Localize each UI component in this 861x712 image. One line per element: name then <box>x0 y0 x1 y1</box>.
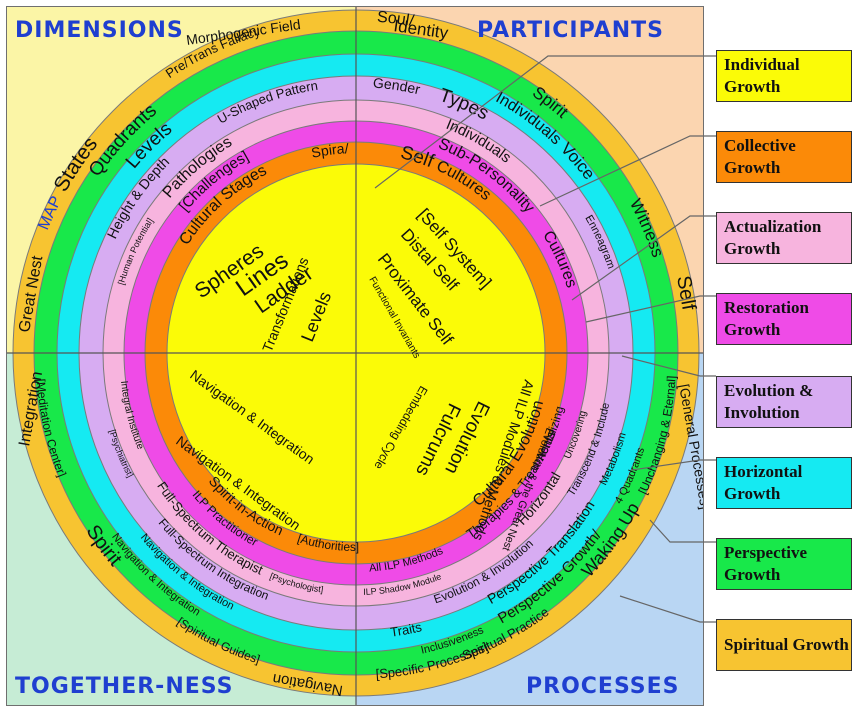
legend-label: Restoration Growth <box>724 298 809 339</box>
legend-horizontal-growth: Horizontal Growth <box>716 457 852 509</box>
legend-perspective-growth: Perspective Growth <box>716 538 852 590</box>
legend-label: Horizontal Growth <box>724 462 803 503</box>
legend-label: Perspective Growth <box>724 543 808 584</box>
cyan-ring-traits: Traits <box>389 619 423 640</box>
legend-label: Evolution & Involution <box>724 381 814 422</box>
legend-actualization-growth: Actualization Growth <box>716 212 852 264</box>
legend-label: Collective Growth <box>724 136 796 177</box>
quadrant-title-processes: PROCESSES <box>526 674 680 699</box>
label-soul: Soul/ <box>376 9 415 30</box>
legend-label: Actualization Growth <box>724 217 822 258</box>
legend-evolution-involution: Evolution & Involution <box>716 376 852 428</box>
outer-ring-soul: Soul/ <box>376 9 415 30</box>
legend-restoration-growth: Restoration Growth <box>716 293 852 345</box>
legend-spiritual-growth: Spiritual Growth <box>716 619 852 671</box>
quadrant-title-togetherness: TOGETHER-NESS <box>15 674 233 699</box>
quadrant-title-participants: PARTICIPANTS <box>477 18 664 43</box>
growth-wheel-diagram: DIMENSIONS PARTICIPANTS TOGETHER-NESS PR… <box>7 7 703 705</box>
diagram-frame: DIMENSIONS PARTICIPANTS TOGETHER-NESS PR… <box>6 6 704 706</box>
legend-collective-growth: Collective Growth <box>716 131 852 183</box>
legend-label: Spiritual Growth <box>724 635 849 654</box>
legend-label: Individual Growth <box>724 55 800 96</box>
label-traits: Traits <box>389 619 423 640</box>
quadrant-title-dimensions: DIMENSIONS <box>15 18 184 43</box>
legend-individual-growth: Individual Growth <box>716 50 852 102</box>
